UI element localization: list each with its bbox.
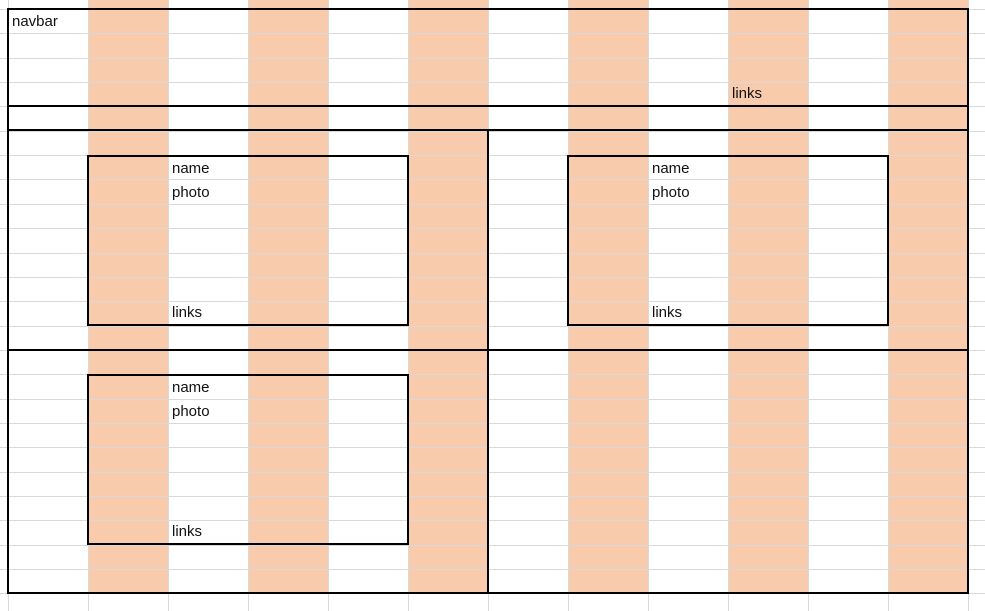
highlight-column (568, 0, 648, 593)
highlight-column (408, 0, 488, 593)
card-links-label: links (652, 304, 683, 321)
card-name-label: name (652, 160, 690, 177)
highlight-column (248, 0, 328, 593)
card-name-label: name (172, 160, 210, 177)
card-name-label: name (172, 379, 210, 396)
navbar-links-label: links (732, 85, 763, 102)
navbar-label: navbar (12, 13, 58, 30)
card-photo-label: photo (172, 403, 210, 420)
highlight-column (888, 0, 968, 593)
highlight-column (88, 0, 168, 593)
card-photo-label: photo (652, 184, 690, 201)
card-box (567, 155, 889, 326)
card-box (87, 155, 409, 326)
card-photo-label: photo (172, 184, 210, 201)
highlight-column (728, 0, 808, 593)
card-links-label: links (172, 523, 203, 540)
card-box (87, 374, 409, 545)
card-links-label: links (172, 304, 203, 321)
